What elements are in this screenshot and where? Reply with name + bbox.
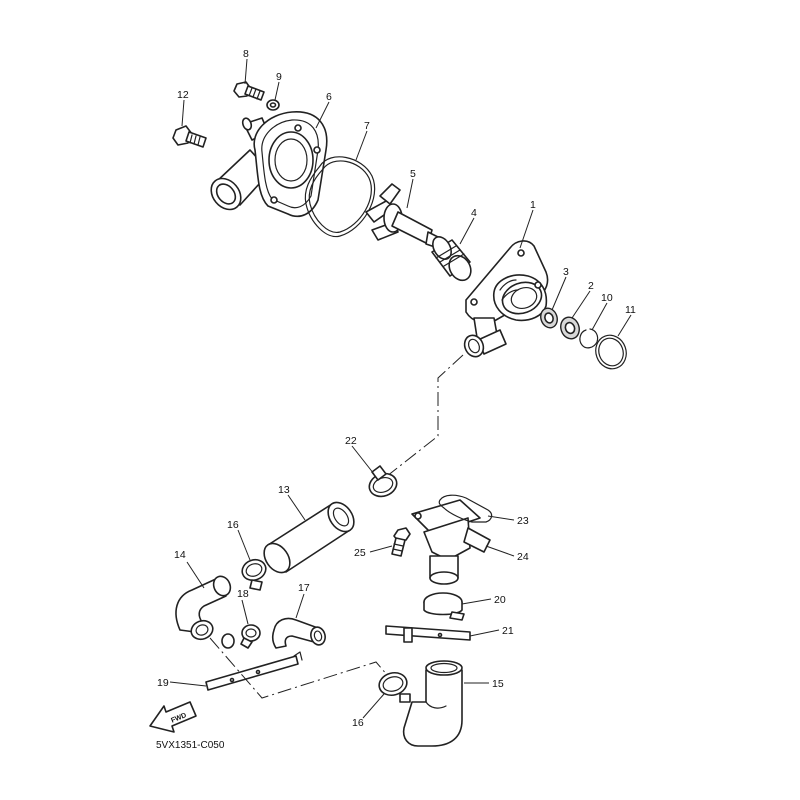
callout-11: 11 <box>625 304 636 316</box>
callout-2: 2 <box>588 280 594 292</box>
part-7-gasket <box>304 156 376 238</box>
callout-14: 14 <box>174 549 186 561</box>
callout-10: 10 <box>601 292 613 304</box>
callout-17: 17 <box>298 582 310 594</box>
part-14-elbow-hose <box>175 575 232 641</box>
callout-13: 13 <box>278 484 290 496</box>
callout-12: 12 <box>177 89 189 101</box>
callout-3: 3 <box>563 266 569 278</box>
part-18-clamp-b <box>221 633 235 649</box>
callout-16-lower: 16 <box>352 717 364 729</box>
callout-20: 20 <box>494 594 506 606</box>
part-18-clamp <box>240 624 261 649</box>
callout-15: 15 <box>492 678 504 690</box>
part-12-bolt <box>172 125 207 148</box>
drawing-code: 5VX1351-C050 <box>156 740 225 751</box>
part-24-thermostat-housing <box>411 499 491 585</box>
callout-24: 24 <box>517 551 529 563</box>
part-15-elbow-pipe <box>402 660 463 747</box>
callout-16-upper: 16 <box>227 519 239 531</box>
part-10-circlip <box>579 328 599 349</box>
callout-5: 5 <box>410 168 416 180</box>
callout-4: 4 <box>471 207 477 219</box>
callout-22: 22 <box>345 435 357 447</box>
part-13-hose <box>263 501 355 574</box>
callout-8: 8 <box>243 48 249 60</box>
callout-7: 7 <box>364 120 370 132</box>
part-8-bolt <box>233 81 265 101</box>
callout-1: 1 <box>530 199 536 211</box>
part-6-pump-housing <box>210 111 328 218</box>
part-19-strap <box>205 651 303 691</box>
callout-18: 18 <box>237 588 249 600</box>
part-17-small-hose <box>271 617 326 649</box>
callout-numbers: 1 2 3 4 5 6 7 8 9 10 11 12 13 14 15 16 1… <box>157 48 636 729</box>
part-1-pump-body <box>463 240 549 358</box>
part-4-mechanical-seal <box>431 236 472 282</box>
part-25-bolt <box>391 527 411 557</box>
callout-25: 25 <box>354 547 366 559</box>
callout-19: 19 <box>157 677 169 689</box>
part-16-hose-clamp-upper <box>241 558 267 591</box>
assembly-line-lower <box>209 637 389 699</box>
part-11-o-ring <box>595 334 627 370</box>
part-20-hose-clamp <box>423 592 465 621</box>
leader-lines <box>169 58 632 719</box>
part-3-oil-seal <box>540 307 558 329</box>
callout-23: 23 <box>517 515 529 527</box>
part-2-bearing <box>560 316 580 340</box>
callout-21: 21 <box>502 625 514 637</box>
part-9-washer <box>266 99 280 111</box>
part-22-hose-clamp <box>368 465 398 498</box>
part-5-impeller <box>365 183 441 249</box>
part-21-bracket <box>385 625 471 643</box>
callout-9: 9 <box>276 71 282 83</box>
callout-6: 6 <box>326 91 332 103</box>
part-16-hose-clamp-lower <box>378 671 411 703</box>
assembly-line-upper <box>381 354 464 481</box>
part-23-gasket <box>438 494 493 523</box>
fwd-arrow-icon: FWD <box>149 701 197 733</box>
